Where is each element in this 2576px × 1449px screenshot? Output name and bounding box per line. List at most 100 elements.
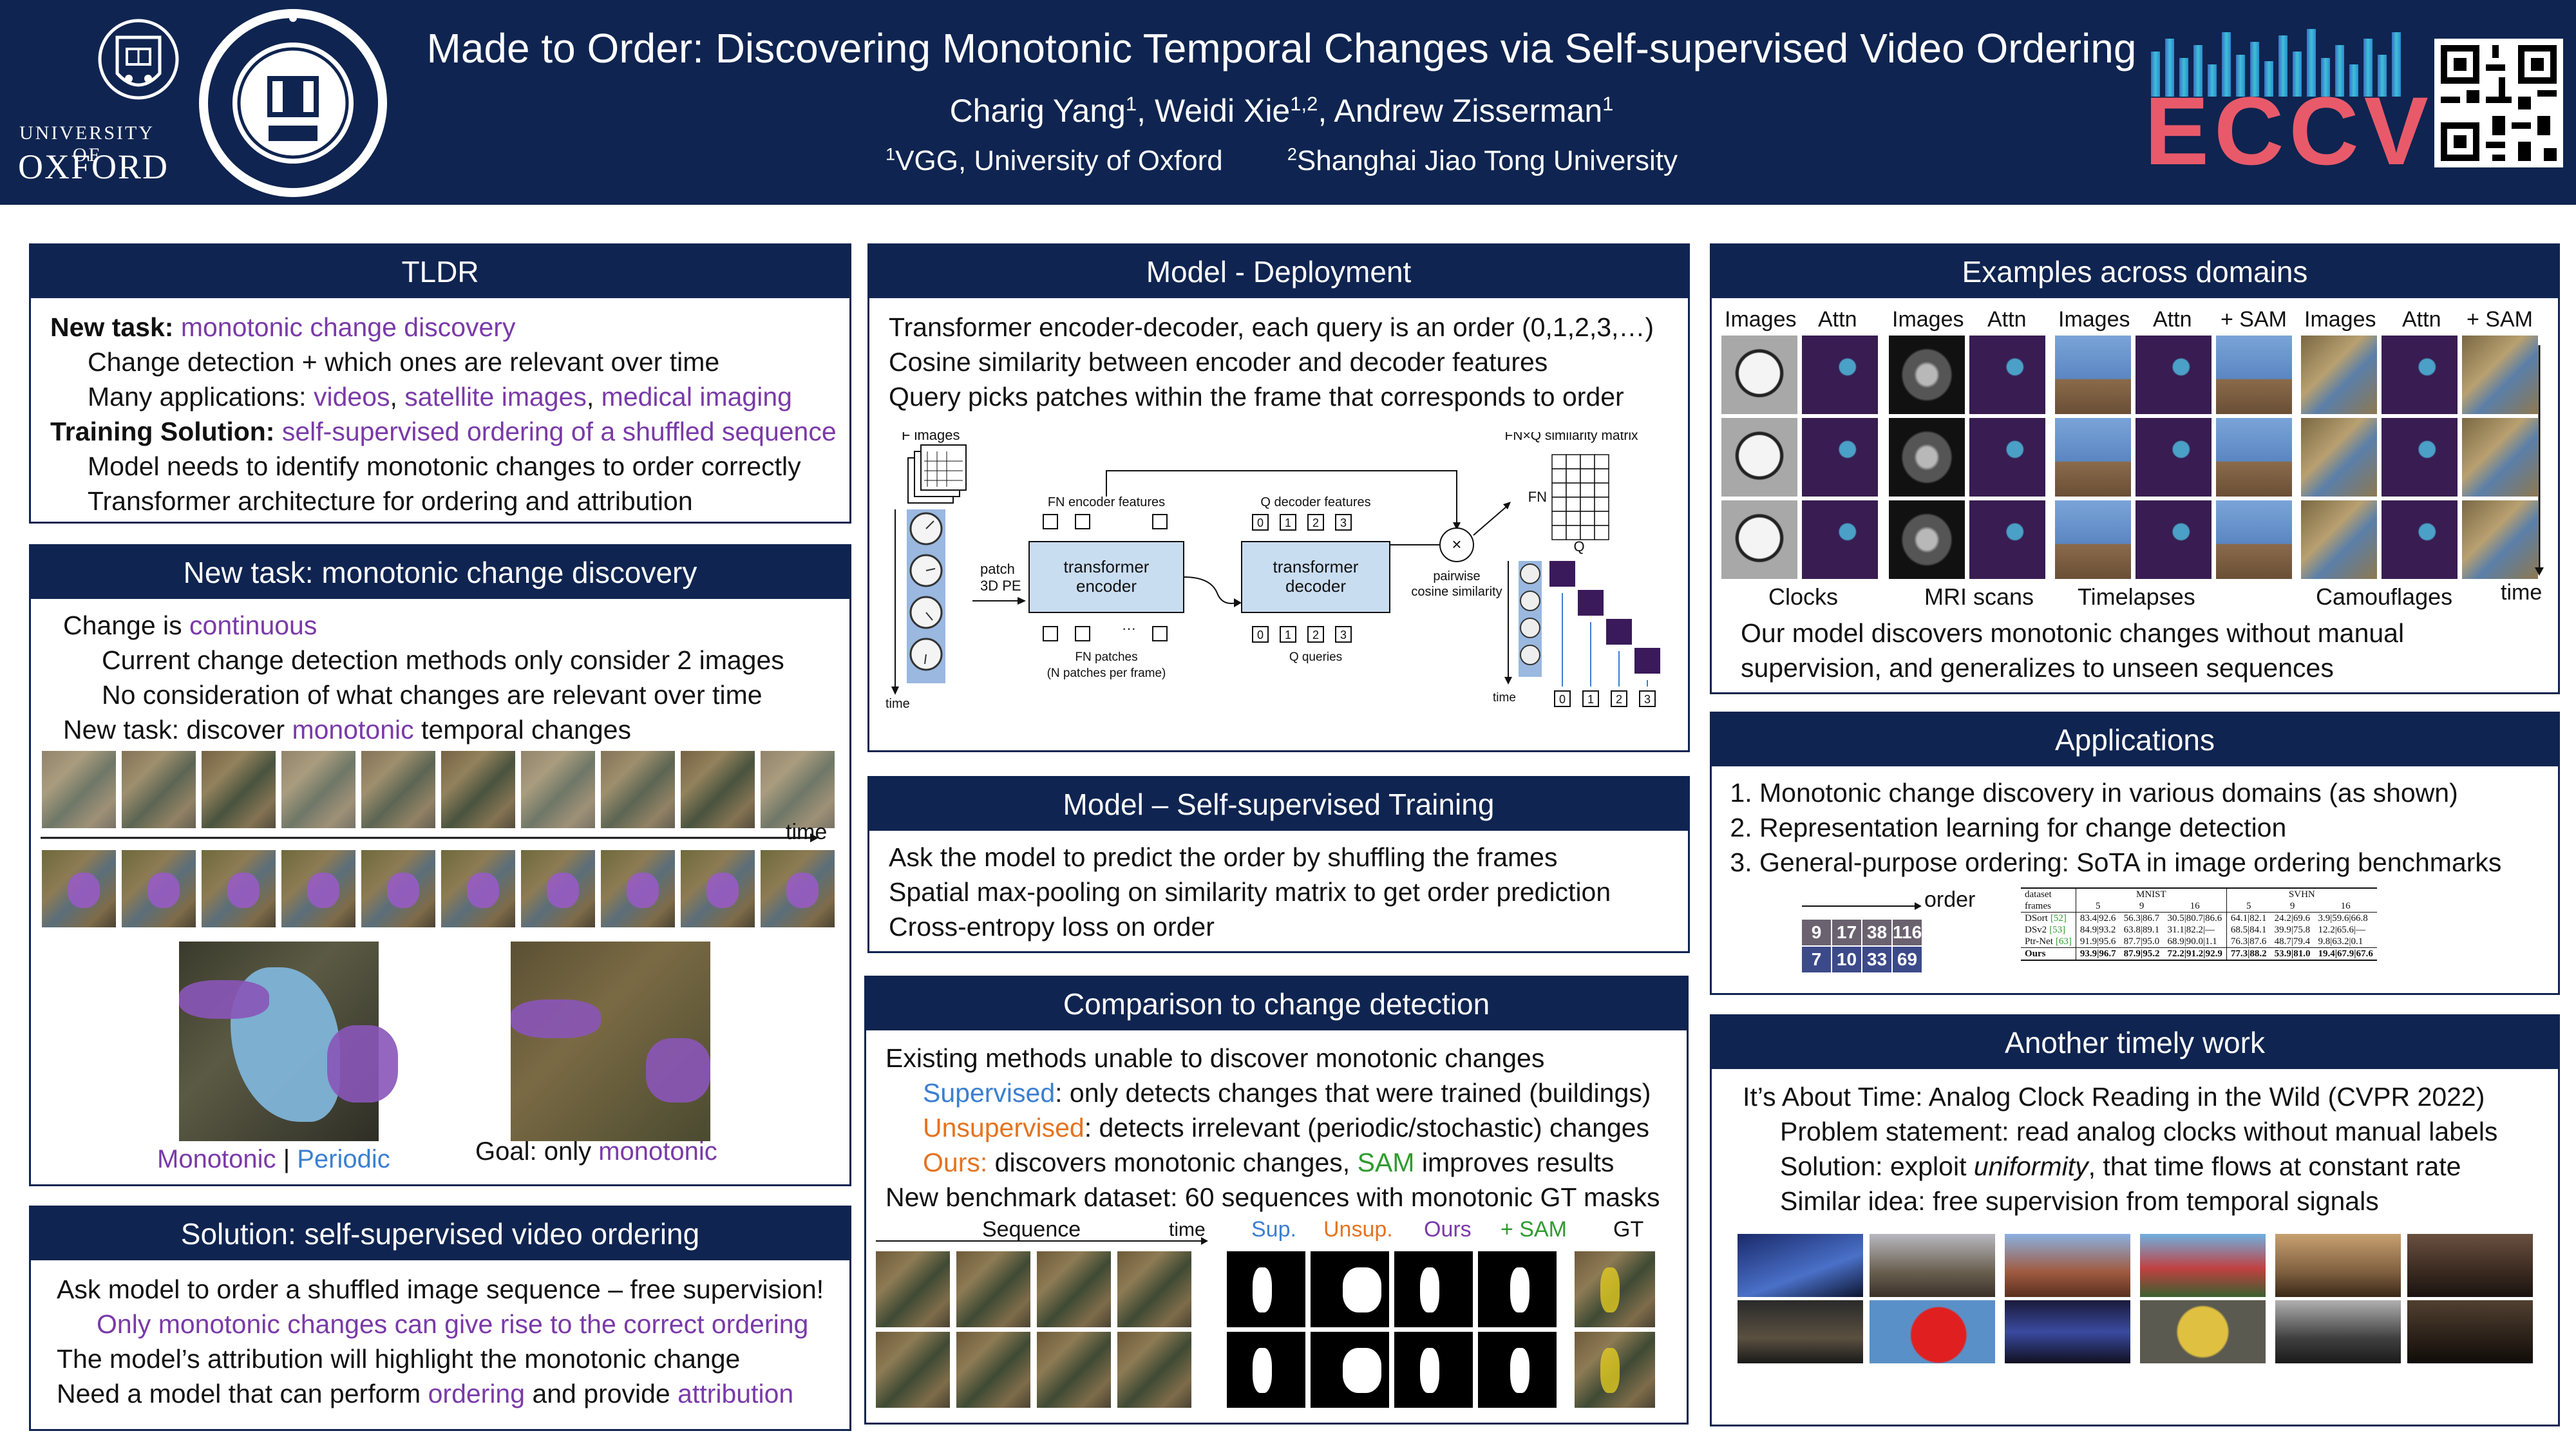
- newtask-panel: New task: monotonic change discovery Cha…: [29, 544, 851, 1186]
- sim-cell: [1566, 482, 1581, 498]
- example-tile: [2055, 500, 2131, 579]
- col-time: time: [1169, 1219, 1206, 1240]
- affil-1: VGG, University of Oxford: [895, 145, 1223, 176]
- examples-col-header: Images: [1892, 307, 1964, 332]
- sequence-frame: [1117, 1332, 1191, 1408]
- tldr-line3: Model needs to identify monotonic change…: [88, 451, 801, 481]
- deployment-heading: Model - Deployment: [869, 245, 1688, 298]
- sjtu-seal-logo: [199, 9, 387, 197]
- purple-mask: [147, 873, 180, 908]
- sequence-frame: [1037, 1251, 1111, 1327]
- digit-tile: 69: [1893, 947, 1922, 972]
- dec-top-0: 0: [1257, 516, 1264, 529]
- sim-cell: [1551, 497, 1567, 512]
- table-cell: 77.3|88.2: [2230, 949, 2267, 959]
- cap-clocks: Clocks: [1768, 583, 1839, 610]
- another-line1: It’s About Time: Analog Clock Reading in…: [1743, 1082, 2485, 1112]
- mask-shape: [1253, 1348, 1272, 1393]
- another-line2: Problem statement: read analog clocks wi…: [1780, 1117, 2498, 1146]
- result-mask: [1394, 1251, 1473, 1327]
- satellite-frame: [761, 751, 835, 828]
- sim-cell: [1566, 525, 1581, 540]
- clock-photo: [2140, 1300, 2266, 1363]
- another-line3: Solution: exploit uniformity, that time …: [1780, 1151, 2461, 1181]
- dec-top-3: 3: [1340, 516, 1347, 529]
- example-tile: [1802, 418, 1878, 497]
- solution-line3: The model’s attribution will highlight t…: [57, 1344, 741, 1374]
- col-sam: + SAM: [1501, 1217, 1567, 1242]
- clock-frames-column: [907, 509, 945, 683]
- solution-panel: Solution: self-supervised video ordering…: [29, 1206, 851, 1431]
- sequence-frame: [876, 1332, 950, 1408]
- example-tile: [2216, 500, 2292, 579]
- clock-photo: [2407, 1300, 2533, 1363]
- sim-cell: [1580, 454, 1595, 469]
- satellite-mask-frame: [281, 850, 355, 927]
- col-sup: Sup.: [1251, 1217, 1296, 1242]
- example-tile: [1969, 336, 2045, 414]
- label-decoder2: decoder: [1285, 576, 1346, 596]
- sim-cell: [1566, 454, 1581, 469]
- clock-photo: [2005, 1300, 2130, 1363]
- author-3: Andrew Zisserman: [1334, 93, 1603, 129]
- col-gt: GT: [1613, 1217, 1644, 1242]
- label-f-images: F images: [902, 432, 960, 443]
- mask-shape: [1343, 1348, 1381, 1393]
- deployment-line1: Transformer encoder-decoder, each query …: [889, 312, 1654, 342]
- eccv-logo-text: ECCV: [2145, 77, 2434, 185]
- sequence-frame: [876, 1251, 950, 1327]
- attention-result: [1519, 561, 1660, 687]
- table-cell: 93.9|96.7: [2079, 949, 2116, 959]
- time-arrow-icon: [41, 833, 819, 842]
- clock-photo: [1870, 1300, 1995, 1363]
- result-mask: [1311, 1251, 1389, 1327]
- clock-photo: [1738, 1234, 1863, 1297]
- sim-cell: [1594, 482, 1609, 498]
- res-idx-0: 0: [1559, 693, 1566, 706]
- table-cell: 68.5|84.1: [2230, 925, 2267, 935]
- seq-time-arrow: [876, 1237, 1208, 1245]
- label-q-dec: Q decoder features: [1260, 495, 1370, 509]
- tldr-heading: TLDR: [31, 245, 849, 298]
- label-q: Q: [1573, 538, 1584, 554]
- table-cell: 53.9|81.0: [2274, 949, 2311, 959]
- table-cell: 91.9|95.6: [2079, 936, 2116, 947]
- col-ours: Ours: [1424, 1217, 1472, 1242]
- solution-line1: Ask model to order a shuffled image sequ…: [57, 1274, 824, 1304]
- label-times: ×: [1452, 535, 1461, 554]
- example-tile: [2301, 500, 2377, 579]
- example-tile: [1889, 418, 1965, 497]
- poster-title: Made to Order: Discovering Monotonic Tem…: [426, 25, 2137, 71]
- sim-cell: [1580, 497, 1595, 512]
- purple-mask: [706, 873, 739, 908]
- example-tile: [2301, 336, 2377, 414]
- clock-photo: [2005, 1234, 2130, 1297]
- clock-photo: [1738, 1300, 1863, 1363]
- sim-cell: [1551, 511, 1567, 526]
- architecture-diagram: F images time patch 3D PE transformer en…: [886, 432, 1660, 711]
- examples-col-header: Images: [2304, 307, 2376, 332]
- result-mask: [1575, 1332, 1655, 1408]
- examples-line2: supervision, and generalizes to unseen s…: [1741, 653, 2334, 683]
- label-fn-patches: FN patches: [1075, 650, 1137, 664]
- goal-monotonic-example: [511, 942, 710, 1141]
- purple-mask: [307, 873, 339, 908]
- mask-shape: [1253, 1267, 1272, 1312]
- satellite-mask-frame: [601, 850, 675, 927]
- label-pairwise1: pairwise: [1433, 569, 1480, 583]
- mask-shape: [1343, 1267, 1381, 1312]
- satellite-mask-frame: [361, 850, 435, 927]
- mask-shape: [1510, 1267, 1530, 1312]
- table-cell: 5: [2246, 901, 2251, 911]
- deployment-line3: Query picks patches within the frame tha…: [889, 382, 1624, 412]
- order-arrow: [1802, 902, 1922, 910]
- cap-timelapses: Timelapses: [2078, 583, 2195, 610]
- label-encoder2: encoder: [1076, 576, 1137, 596]
- newtask-line1: Change is continuous: [63, 611, 317, 640]
